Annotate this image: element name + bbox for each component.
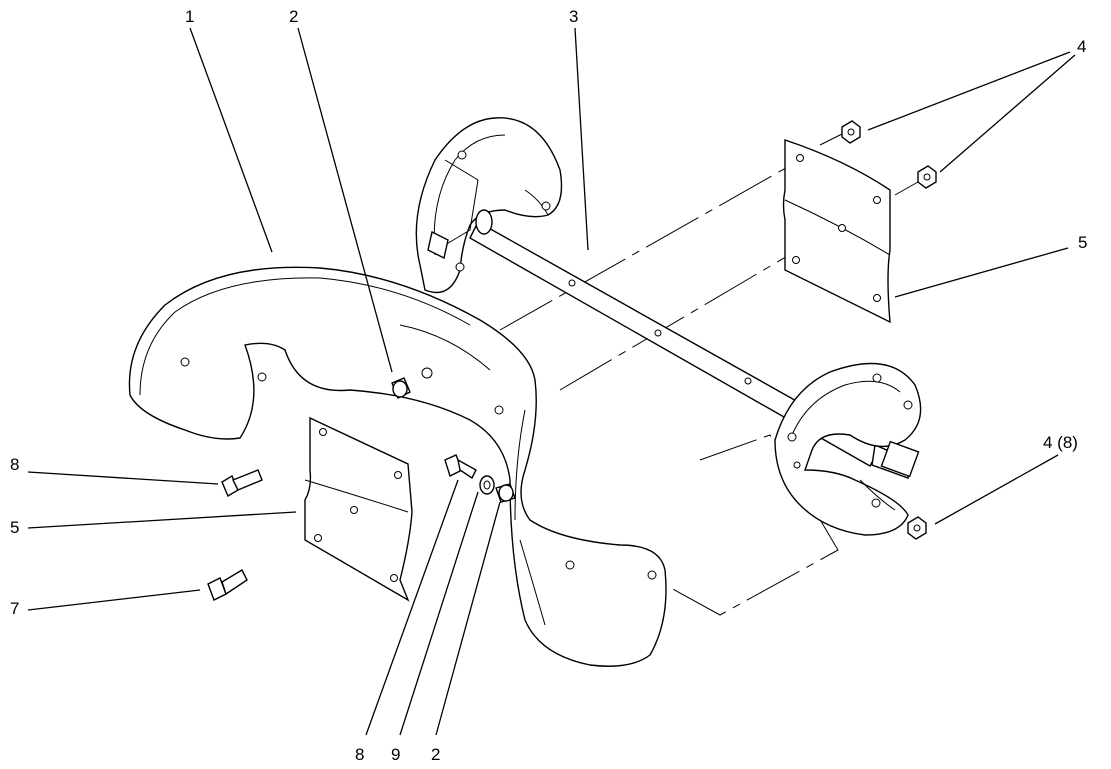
callout-4-top: 4 xyxy=(1077,37,1086,56)
hardware-parts xyxy=(207,120,937,601)
callout-5-left: 5 xyxy=(10,518,19,537)
right-mounting-plate xyxy=(782,139,891,324)
callout-8-bottom: 8 xyxy=(355,745,364,764)
callout-1: 1 xyxy=(185,7,194,26)
callout-9: 9 xyxy=(391,745,400,764)
front-auger-flighting xyxy=(774,362,922,536)
callout-8-left: 8 xyxy=(10,455,19,474)
large-auger-flighting xyxy=(128,266,667,667)
callout-2-top: 2 xyxy=(289,7,298,26)
rear-auger-flighting xyxy=(415,117,563,294)
callout-4-8: 4 (8) xyxy=(1043,433,1078,452)
callout-7: 7 xyxy=(10,599,19,618)
callout-2-bottom: 2 xyxy=(431,745,440,764)
left-mounting-plate xyxy=(304,416,413,602)
callout-5-right: 5 xyxy=(1078,233,1087,252)
callout-labels: 1 2 3 4 5 4 (8) 8 5 7 8 9 2 xyxy=(10,7,1087,764)
leader-lines xyxy=(27,27,1076,736)
callout-3: 3 xyxy=(569,7,578,26)
